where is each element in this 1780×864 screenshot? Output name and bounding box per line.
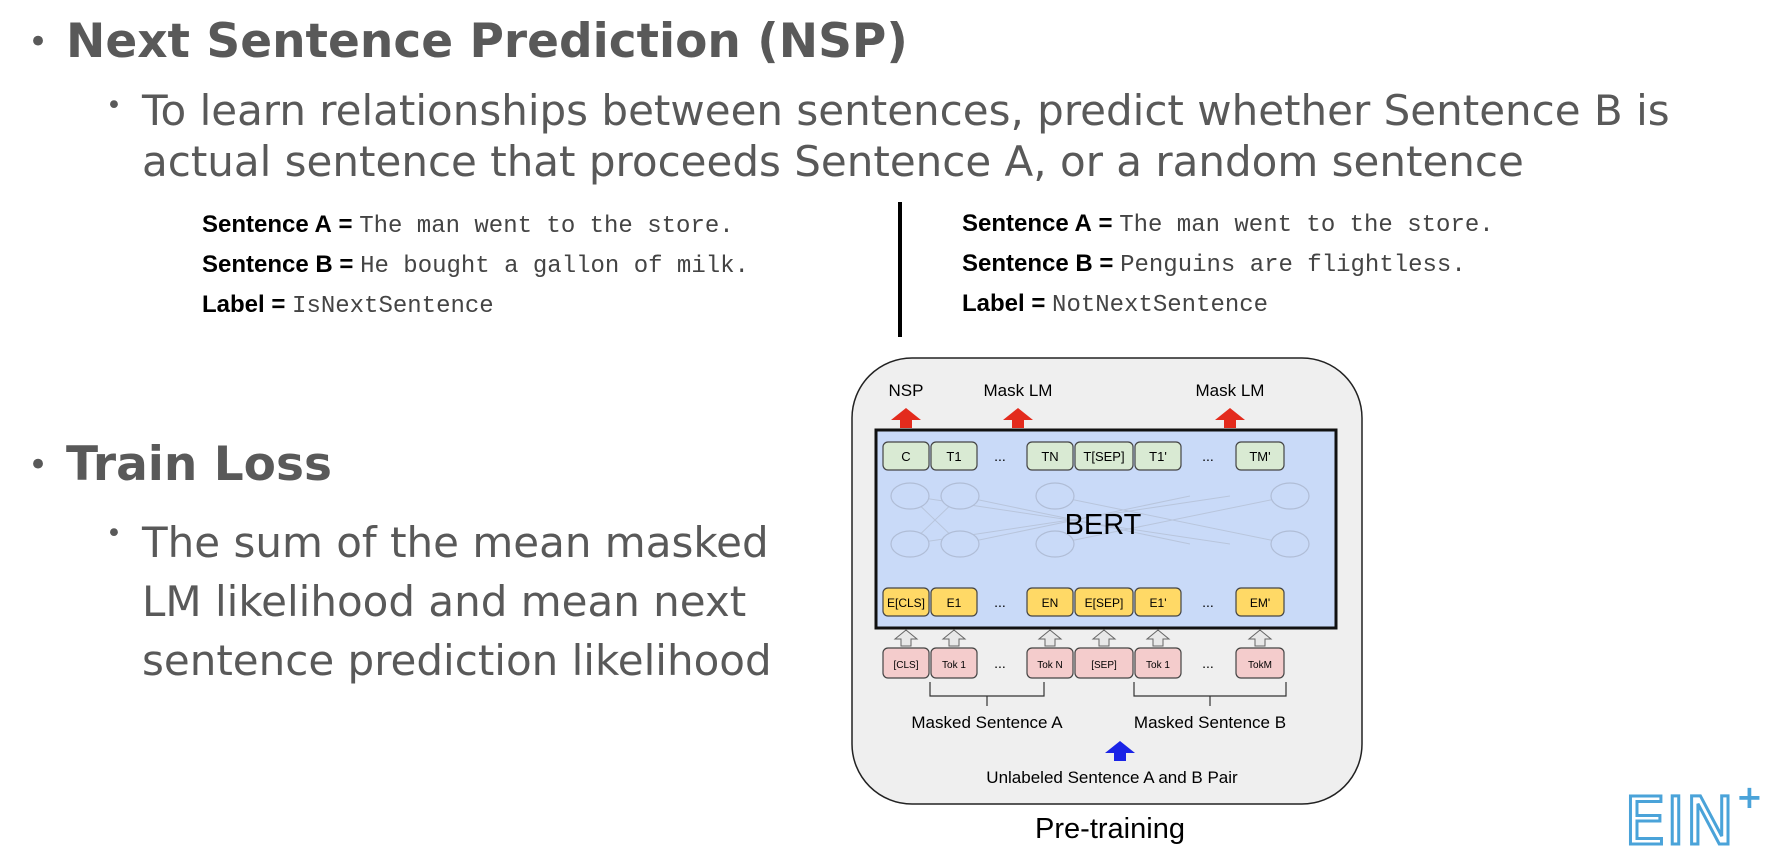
input-token-label: TokM [1248,660,1272,671]
bullet-dot-sub: • [106,90,122,121]
grey-up-arrow [941,629,967,647]
blue-up-arrow [1105,741,1135,761]
train-loss-line-3: sentence prediction likelihood [142,636,772,685]
top-token-box [1074,441,1134,471]
example-divider [898,202,902,337]
red-up-arrow [1003,408,1033,428]
embedding-box [882,587,930,617]
sentence-b-text: He bought a gallon of milk. [360,253,749,280]
diagram-caption: Pre-training [1035,813,1185,845]
top-token-ellipsis: ... [1202,448,1214,464]
nsp-description-line-2: actual sentence that proceeds Sentence A… [142,137,1524,186]
heading-train-loss: Train Loss [66,437,332,492]
sentence-b-label: Sentence B [962,250,1093,277]
input-token-box [1235,647,1285,679]
top-token-box [1026,441,1074,471]
train-loss-line-1: The sum of the mean masked [142,518,769,567]
bullet-dot-sub: • [106,518,122,549]
sentence-a-label: Sentence A [202,211,332,238]
example-is-next: Sentence A = The man went to the store. … [202,211,749,320]
output-label-mask-lm: Mask LM [1196,381,1265,400]
input-token-box [882,647,930,679]
input-token-label: [SEP] [1091,660,1117,671]
input-token-box [1026,647,1074,679]
embedding-box [930,587,978,617]
top-token-box [882,441,930,471]
grey-up-arrow [1037,629,1063,647]
input-token-box [1134,647,1182,679]
input-token-box [1074,647,1134,679]
input-token-label: [CLS] [893,660,918,671]
red-up-arrow [891,408,921,428]
train-loss-line-2: LM likelihood and mean next [142,577,747,626]
red-up-arrow [1215,408,1245,428]
logo-plus: + [1736,782,1763,816]
sentence-a-text: The man went to the store. [1119,212,1494,239]
top-token-label: T1' [1149,449,1167,464]
input-token-box [930,647,978,679]
sentence-b-text: Penguins are flightless. [1120,252,1466,279]
embedding-row: E[CLS] E1... EN E[SEP] E1'... EM' [882,587,1285,617]
embedding-ellipsis: ... [1202,594,1214,610]
input-pair-label: Unlabeled Sentence A and B Pair [986,768,1238,787]
example-not-next: Sentence A = The man went to the store. … [962,210,1494,319]
embedding-ellipsis: ... [994,594,1006,610]
input-token-label: Tok 1 [942,660,966,671]
label-label: Label [202,291,265,318]
network-nodes [890,482,1310,558]
bullet-dot: • [28,445,49,485]
input-token-label: Tok N [1037,660,1063,671]
embedding-box [1026,587,1074,617]
top-token-label: TN [1041,449,1058,464]
heading-nsp: Next Sentence Prediction (NSP) [66,14,908,69]
output-label-nsp: NSP [889,381,924,400]
output-label-mask-lm: Mask LM [984,381,1053,400]
top-token-box [1134,441,1182,471]
top-token-box [1235,441,1285,471]
label-value: IsNextSentence [292,293,494,320]
sentence-b-label: Sentence B [202,251,333,278]
input-token-ellipsis: ... [1202,655,1214,671]
top-token-label: T1 [946,449,961,464]
grey-up-arrow [1091,629,1117,647]
nsp-description-line-1: To learn relationships between sentences… [142,86,1670,135]
top-token-box [930,441,978,471]
bracket-sentence-a [929,682,1045,706]
grey-up-arrow [1145,629,1171,647]
embedding-label: E[SEP] [1085,596,1124,610]
masked-sentence-a-label: Masked Sentence A [911,713,1063,732]
masked-sentence-b-label: Masked Sentence B [1134,713,1286,732]
bert-label: BERT [1065,509,1142,541]
embedding-box [1134,587,1182,617]
top-token-ellipsis: ... [994,448,1006,464]
label-label: Label [962,290,1025,317]
embedding-label: EM' [1250,596,1270,610]
top-token-label: C [901,449,910,464]
grey-up-arrow [1247,629,1273,647]
top-token-label: TM' [1249,449,1270,464]
grey-up-arrow [893,629,919,647]
embedding-label: E[CLS] [887,596,925,610]
embedding-label: E1' [1150,596,1167,610]
embedding-label: E1 [947,596,962,610]
ein-logo: EIN + [1624,782,1763,854]
bullet-dot: • [28,22,49,62]
embedding-box [1235,587,1285,617]
sentence-a-label: Sentence A [962,210,1092,237]
sentence-a-text: The man went to the store. [359,213,734,240]
grey-arrow-row [893,629,1273,647]
input-token-ellipsis: ... [994,655,1006,671]
top-token-label: T[SEP] [1083,449,1124,464]
bracket-sentence-b [1133,682,1287,706]
bert-pretraining-diagram: NSP Mask LM Mask LM BERT C T1... TN T[SEP] T… [851,357,1363,845]
label-value: NotNextSentence [1052,292,1269,319]
input-token-label: Tok 1 [1146,660,1170,671]
embedding-label: EN [1042,596,1059,610]
logo-text: EIN [1624,783,1735,854]
top-token-row: C T1... TN T[SEP] T1'... TM' [882,441,1285,471]
embedding-box [1074,587,1134,617]
input-token-row: [CLS] Tok 1... Tok N [SEP] Tok 1... TokM [882,647,1285,679]
